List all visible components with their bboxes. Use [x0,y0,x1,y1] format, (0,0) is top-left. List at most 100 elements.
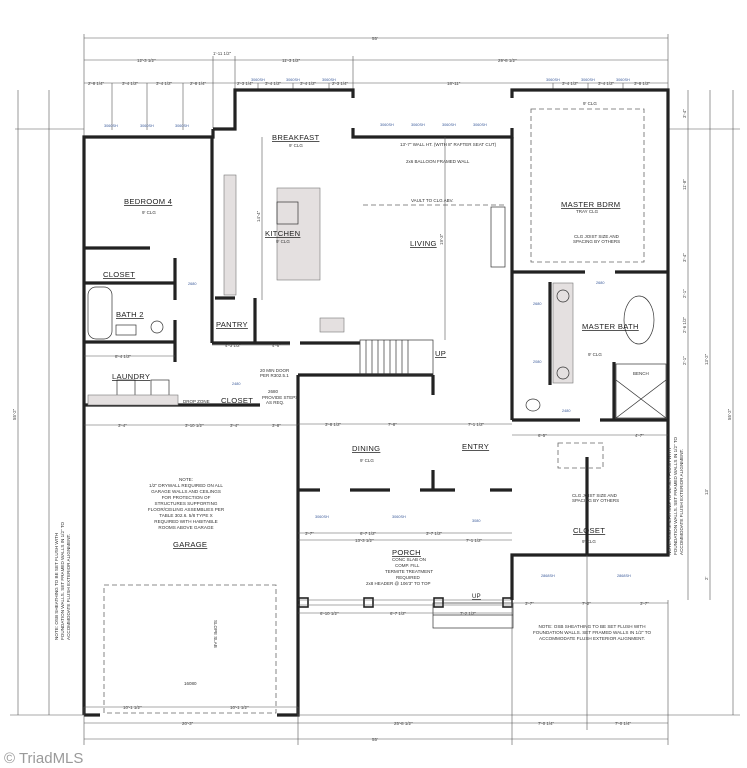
room-bath-2: BATH 2 [116,310,144,319]
window-tag: 3060SH [140,124,154,128]
room-entry: ENTRY [462,442,489,451]
door-tag: 3080 [472,519,480,523]
note-line: FOUNDATION WALLS. SET FRAMED WALLS IN 1/… [533,630,652,635]
vanity [552,282,574,384]
sink-icon [150,320,164,334]
door-tag: 2680 [188,282,196,286]
dim-label: 7'-1 1/2" [466,538,483,543]
porch-note: COMP. FILL [395,563,420,568]
door-tag: 2680 [533,302,541,306]
dim-label: 2' [704,577,709,580]
dim-label: 3'-7" [525,601,534,606]
dim-label: 25'-8 1/2" [394,721,413,726]
note-line: NOTE: OSB SHEATHING TO BE SET FLUSH WITH [54,533,59,640]
ceiling-note: 9' CLG [583,101,597,106]
kitchen-counter [223,174,237,296]
room-laundry: LAUNDRY [112,372,150,381]
ceiling-note: 9' CLG [582,539,596,544]
room-bedroom-4: BEDROOM 4 [124,197,172,206]
garage-door-tag: 16080 [184,681,197,686]
joist-note: CLG JOIST SIZE AND [572,493,618,498]
sink-icon [556,366,570,380]
dim-label: 11'-8" [682,179,687,190]
dim-left-overall: 55'-2" [12,408,17,420]
dim-label: 13' [704,489,709,495]
dim-label: 2'-3 1/4" [237,81,254,86]
window-tag: 3060SH [380,123,394,127]
note-line: FOUNDATION WALLS. SET FRAMED WALLS IN 1/… [60,521,65,640]
dim-label: 2'-3 1/4" [332,81,349,86]
ceiling-note: TRAY CLG [576,209,599,214]
tray-ceiling-outline [530,108,645,263]
shower [615,363,667,419]
window-tag: 3060SH [392,515,406,519]
dim-label: 6'-5" [538,433,547,438]
dim-label: 2'-6 1/2" [682,316,687,333]
porch-steps [432,602,514,629]
dim-label: 2'-1" [682,356,687,365]
dim-label: 3'-4" [118,423,127,428]
bathtub-icon [87,286,113,340]
porch-header-note: 2x8 HEADER @ 106'3" TO TOP [366,581,430,586]
dim-label: 7'-0 1/4" [615,721,632,726]
stairs [359,339,434,376]
room-garage: GARAGE [173,540,207,549]
note-line: FOR PROTECTION OF [162,495,211,500]
note-line: FLOOR/CEILING ASSEMBLIES PER [148,507,225,512]
ceiling-note: 9' CLG [289,143,303,148]
porch-note: CONC SLAB ON [392,557,426,562]
wall-height-note: 13'-7" WALL HT. (WITH 8" RAFTER SEAT CUT… [400,142,497,147]
bench-label: BENCH [633,371,649,376]
note-line: FOUNDATION WALLS. SET FRAMED WALLS IN 1/… [673,436,678,555]
watermark: © TriadMLS [4,750,83,767]
room-labels: BEDROOM 4 9' CLG CLOSET BATH 2 LAUNDRY D… [103,101,649,686]
joist-note: SPACING BY OTHERS [572,498,619,503]
dim-label: 4'-3 1/2" [225,343,242,348]
osb-note-bottom: NOTE: OSB SHEATHING TO BE SET FLUSH WITH… [533,624,652,641]
window-tag: 3060SH [442,123,456,127]
dim-label: 7'-1 1/2" [468,422,485,427]
room-master-bdrm: MASTER BDRM [561,200,620,209]
fireplace-icon [490,206,506,268]
dim-label: 7'-2 1/2" [460,611,477,616]
dim-label: 3'-8 1/2" [325,422,342,427]
dim-label: 29'-8 1/2" [498,58,517,63]
top-dimensions: 55' 12'-3 1/2" 1'-11 1/2" 11'-3 1/2" 29'… [15,34,740,137]
sink-icon [556,289,570,303]
stairs-up-label: UP [435,349,446,358]
note-line: 2680 [268,389,279,394]
dim-right-overall: 55'-2" [727,408,732,420]
note-line: NOTE: [179,477,193,482]
dim-label: 3'-4" [682,109,687,118]
dim-label: 8'-4 1/2" [115,354,132,359]
ceiling-note: 9' CLG [142,210,156,215]
door-tag: 2480 [562,409,570,413]
window-tag: 3060SH [251,78,265,82]
dim-label: 3'-7 1/2" [426,531,443,536]
porch-up-label: UP [472,594,481,600]
note-line: PER R302.5.1 [260,373,289,378]
dim-label: 13'-2" [704,353,709,365]
dim-label: 6'-10 1/2" [320,611,339,616]
door-tag: 2680 [596,281,604,285]
door-tag: 2480 [232,382,240,386]
garage-note: NOTE: 1/2" DRYWALL REQUIRED ON ALL GARAG… [148,477,225,530]
dim-label: 3'-8" [272,423,281,428]
note-line: NOTE: OSB SHEATHING TO BE SET FLUSH WITH [667,448,672,555]
room-closet-hall: CLOSET [221,396,253,405]
dim-label: 20'-3" [182,721,194,726]
balloon-wall-note: 2x6 BALLOON FRAMED WALL [406,159,470,164]
room-porch: PORCH [392,548,421,557]
note-line: ROOMS ABOVE GARAGE [158,525,213,530]
dim-label: 3'-4 1/2" [265,81,282,86]
window-tag: 2868SH [617,574,631,578]
dim-label: 2'-8 1/4" [190,81,207,86]
dim-label: 7'-2" [582,601,591,606]
room-breakfast: BREAKFAST [272,133,319,142]
slope-slab-note: SLOPE SLAB [213,620,218,648]
dim-label: 18'-11" [447,81,461,86]
window-tag: 3060SH [473,123,487,127]
osb-note-right: NOTE: OSB SHEATHING TO BE SET FLUSH WITH… [667,436,684,555]
toilet-icon [525,398,541,412]
